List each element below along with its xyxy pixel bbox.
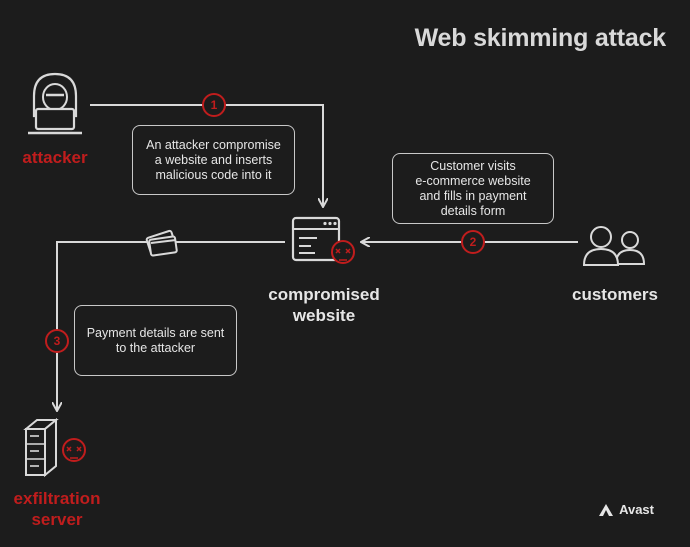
step-1-note: An attacker compromise a website and ins… [132,125,295,195]
skull-icon [62,438,86,462]
step-1-note-line: a website and inserts [154,152,273,167]
website-label-line-1: compromised [268,285,380,304]
step-2-note: Customer visits e-commerce website and f… [392,153,554,224]
step-1-badge: 1 [202,93,226,117]
server-label: exfiltration server [4,488,110,530]
step-3-note: Payment details are sent to the attacker [74,305,237,376]
step-2-note-line: e-commerce website [415,173,531,188]
brand-name: Avast [619,502,654,517]
server-icon [23,417,59,478]
step-3-note-line: to the attacker [115,340,196,355]
step-2-note-line: Customer visits [430,158,516,173]
step-3-note-line: Payment details are sent [86,325,225,340]
browser-window-icon [291,216,341,262]
server-label-line-1: exfiltration [13,489,101,508]
step-1-note-line: malicious code into it [155,167,272,182]
brand-logo: Avast [598,502,654,517]
connector-attacker-to-website [90,104,323,206]
credit-card-icon [145,229,178,257]
website-label: compromised website [258,284,390,326]
step-1-note-line: An attacker compromise [146,137,281,152]
website-label-line-2: website [292,306,356,325]
customers-icon [582,226,646,266]
diagram-title: Web skimming attack [414,24,667,52]
step-2-badge: 2 [461,230,485,254]
step-2-note-line: and fills in payment [419,188,527,203]
skull-icon [331,240,355,264]
server-label-line-2: server [31,510,83,529]
step-2-note-line: details form [440,203,506,218]
customers-label: customers [572,285,658,304]
step-3-badge: 3 [45,329,69,353]
avast-logo-icon [599,503,614,516]
attacker-label: attacker [22,148,88,167]
connector-website-to-server [57,241,285,410]
hacker-icon [28,72,82,135]
